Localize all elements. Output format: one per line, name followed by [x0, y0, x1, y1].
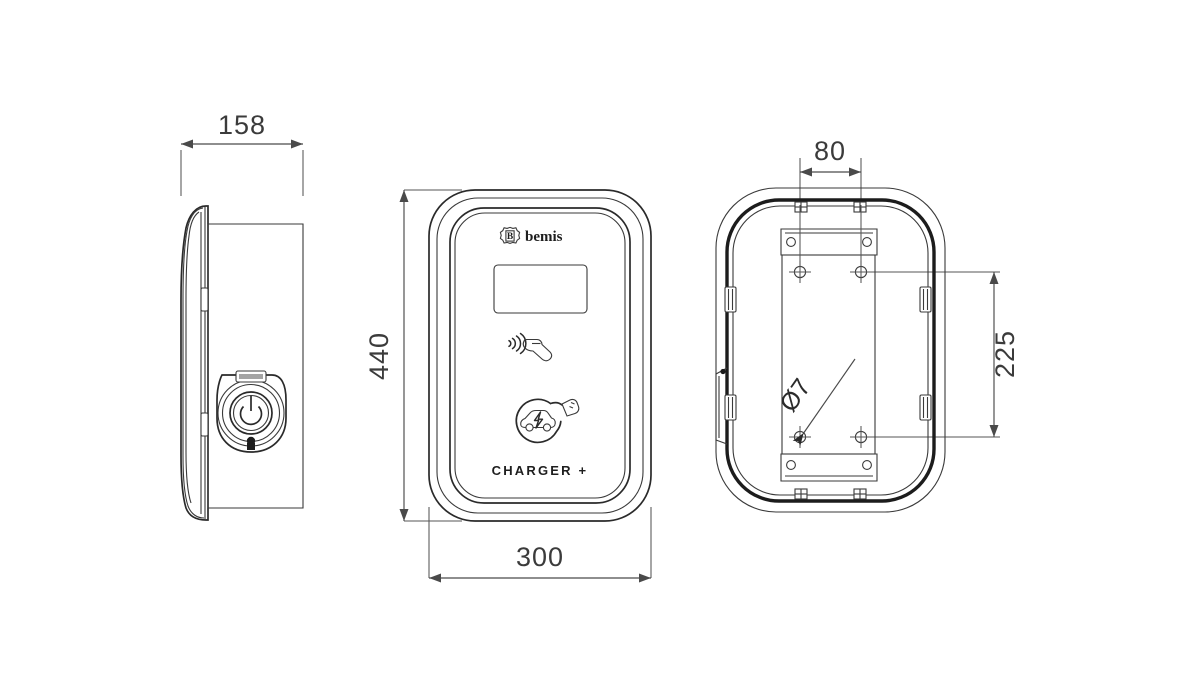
front-view: 440 300 — [364, 189, 652, 583]
front-outer-shell — [428, 189, 652, 522]
ev-car-shape — [520, 409, 556, 432]
dimension-158: 158 — [180, 110, 304, 196]
rfid-reader-icon — [508, 332, 553, 362]
dimension-80: 80 — [799, 136, 862, 205]
dimension-label-158: 158 — [218, 110, 266, 140]
rear-latch-top-right — [853, 201, 867, 213]
front-display-screen — [493, 264, 588, 314]
rear-enclosure — [715, 187, 946, 513]
rear-hinge-right-bottom — [919, 394, 932, 421]
rear-mounting-bracket — [780, 228, 878, 482]
mounting-hole-top-right — [850, 261, 872, 283]
front-product-text: CHARGER + — [492, 463, 589, 478]
front-brand-lockup: B bemis — [499, 226, 563, 245]
bemis-emblem-icon: B — [499, 226, 521, 244]
front-door-panel — [449, 207, 631, 504]
mounting-hole-bottom-right — [850, 426, 872, 448]
rear-gasket-seal — [725, 198, 936, 503]
hole-diameter-label: Ø7 — [774, 374, 816, 417]
side-charging-socket — [216, 370, 287, 453]
front-brand-name: bemis — [525, 229, 563, 245]
rear-mounting-holes — [789, 205, 872, 448]
rear-hinge-right-top — [919, 286, 932, 313]
dimension-300: 300 — [428, 507, 652, 583]
dimension-225: 225 — [866, 271, 1020, 438]
rear-hinge-bottom — [724, 394, 737, 421]
side-hinge-lower — [200, 412, 209, 437]
front-enclosure — [428, 189, 652, 522]
rear-hinge-top — [724, 286, 737, 313]
dimension-label-80: 80 — [814, 136, 846, 166]
ev-charge-icon — [515, 398, 580, 444]
rear-latch-top-left — [794, 201, 808, 213]
rear-latch-bottom-left — [794, 488, 808, 500]
dimension-label-440: 440 — [364, 332, 394, 380]
rear-view: 80 225 — [715, 136, 1020, 513]
dimension-440: 440 — [364, 189, 462, 522]
socket-brand-tag — [239, 374, 263, 379]
hole-diameter-callout: Ø7 — [774, 358, 856, 447]
dimension-label-300: 300 — [516, 542, 564, 572]
ev-plug-head — [561, 398, 580, 417]
rear-cable-entry-tab — [715, 367, 728, 445]
side-body-outline — [180, 205, 304, 521]
power-symbol-icon — [239, 396, 263, 426]
dimension-label-225: 225 — [990, 330, 1020, 378]
side-view: 158 — [180, 110, 304, 521]
lightning-bolt-icon — [533, 411, 544, 429]
mounting-hole-bottom-left — [789, 426, 811, 448]
side-hinge-upper — [200, 287, 209, 312]
rear-latch-bottom-right — [853, 488, 867, 500]
svg-text:B: B — [507, 232, 514, 242]
